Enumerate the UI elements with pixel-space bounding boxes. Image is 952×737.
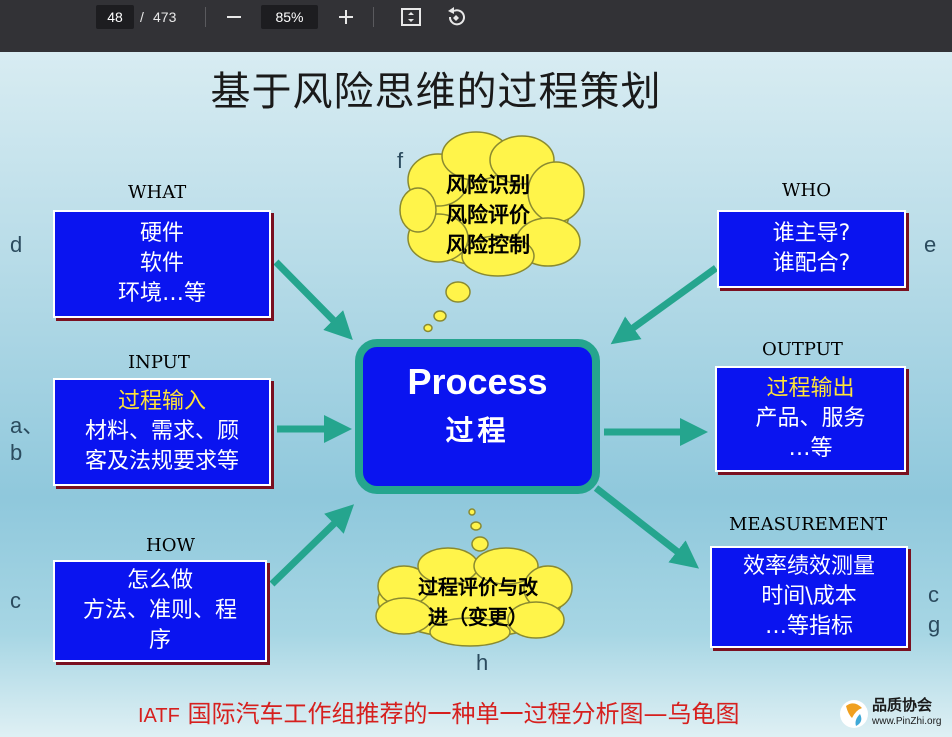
what-item: 硬件 bbox=[139, 221, 184, 246]
measurement-item: …等指标 bbox=[764, 614, 853, 639]
risk-cloud bbox=[399, 131, 585, 333]
who-item: 谁主导? bbox=[772, 221, 851, 246]
output-box: 过程输出 产品、服务 …等 bbox=[715, 366, 906, 472]
who-box: 谁主导? 谁配合? bbox=[717, 210, 906, 288]
slide-footer: IATF 国际汽车工作组推荐的一种单一过程分析图—乌龟图 bbox=[138, 694, 740, 729]
process-title-cn: 过程 bbox=[445, 414, 510, 447]
input-item: 材料、需求、顾 bbox=[84, 419, 239, 444]
pdf-toolbar: 48 / 473 85% bbox=[0, 0, 952, 52]
how-label: HOW bbox=[146, 535, 195, 556]
output-heading: 过程输出 bbox=[766, 376, 855, 401]
diagram-shapes bbox=[269, 131, 719, 647]
process-box: Process 过程 bbox=[355, 339, 600, 494]
input-box: 过程输入 材料、需求、顾 客及法规要求等 bbox=[53, 378, 271, 486]
risk-item: 风险评价 bbox=[446, 203, 530, 227]
how-box: 怎么做 方法、准则、程 序 bbox=[53, 560, 267, 662]
letter-b: b bbox=[10, 440, 23, 465]
letter-f: f bbox=[397, 148, 404, 173]
page-total: 473 bbox=[153, 9, 177, 25]
who-arrow bbox=[610, 265, 719, 345]
who-item: 谁配合? bbox=[772, 251, 851, 276]
input-item: 客及法规要求等 bbox=[84, 449, 239, 474]
plus-icon bbox=[339, 10, 353, 24]
how-item: 方法、准则、程 bbox=[82, 598, 237, 623]
output-item: 产品、服务 bbox=[755, 406, 866, 431]
rotate-icon bbox=[448, 7, 465, 26]
zoom-out-button[interactable] bbox=[220, 3, 248, 31]
improve-cloud-text: 过程评价与改 进（变更） bbox=[398, 572, 558, 632]
process-title-en: Process bbox=[407, 361, 548, 402]
slide-title-text: 基于风险思维的过程策划 bbox=[210, 69, 662, 115]
improve-item: 进（变更） bbox=[428, 605, 528, 629]
slide-canvas: 基于风险思维的过程策划 WHAT INPUT HOW WHO OUTPUT ME… bbox=[0, 52, 952, 737]
how-arrow bbox=[269, 504, 355, 587]
toolbar-divider bbox=[373, 7, 374, 27]
page-number-input[interactable]: 48 bbox=[96, 5, 134, 29]
improve-cloud bbox=[375, 508, 573, 647]
footer-text: 国际汽车工作组推荐的一种单一过程分析图—乌龟图 bbox=[179, 700, 740, 728]
what-arrow bbox=[273, 259, 353, 340]
measurement-item: 时间\成本 bbox=[761, 584, 857, 609]
what-label: WHAT bbox=[128, 182, 187, 203]
letter-d: d bbox=[10, 232, 23, 257]
minus-icon bbox=[227, 16, 241, 18]
risk-item: 风险识别 bbox=[446, 173, 530, 197]
fit-page-button[interactable] bbox=[397, 3, 425, 31]
output-item: …等 bbox=[788, 436, 833, 461]
how-item: 序 bbox=[148, 628, 171, 653]
letter-e: e bbox=[924, 232, 937, 257]
letter-a: a、 bbox=[10, 413, 45, 438]
letter-g: g bbox=[928, 612, 941, 637]
measurement-item: 效率绩效测量 bbox=[742, 554, 875, 579]
footer-prefix: IATF bbox=[138, 705, 180, 727]
improve-item: 过程评价与改 bbox=[418, 575, 538, 599]
watermark-url: www.PinZhi.org bbox=[872, 716, 942, 727]
what-item: 环境…等 bbox=[117, 281, 206, 306]
page-separator: / bbox=[140, 9, 144, 25]
output-label: OUTPUT bbox=[762, 339, 843, 360]
how-item: 怎么做 bbox=[126, 568, 193, 593]
zoom-input[interactable]: 85% bbox=[261, 5, 318, 29]
measurement-label: MEASUREMENT bbox=[729, 514, 888, 535]
slide-title: 基于风险思维的过程策划 bbox=[0, 59, 952, 117]
watermark-name: 品质协会 bbox=[872, 696, 933, 714]
what-item: 软件 bbox=[139, 251, 184, 276]
fit-page-icon bbox=[401, 8, 421, 26]
input-heading: 过程输入 bbox=[117, 389, 206, 414]
watermark: 品质协会 www.PinZhi.org bbox=[838, 692, 952, 737]
risk-cloud-text: 风险识别 风险评价 风险控制 bbox=[428, 170, 548, 260]
letter-c: c bbox=[10, 588, 21, 613]
rotate-button[interactable] bbox=[442, 3, 470, 31]
zoom-in-button[interactable] bbox=[332, 3, 360, 31]
measurement-box: 效率绩效测量 时间\成本 …等指标 bbox=[710, 546, 908, 648]
input-label: INPUT bbox=[128, 352, 190, 373]
letter-h: h bbox=[476, 650, 489, 675]
risk-item: 风险控制 bbox=[446, 233, 530, 257]
letter-c-right: c bbox=[928, 582, 939, 607]
who-label: WHO bbox=[782, 180, 831, 201]
measurement-arrow bbox=[593, 485, 700, 569]
toolbar-divider bbox=[205, 7, 206, 27]
watermark-logo-icon bbox=[840, 700, 868, 728]
what-box: 硬件 软件 环境…等 bbox=[53, 210, 271, 318]
